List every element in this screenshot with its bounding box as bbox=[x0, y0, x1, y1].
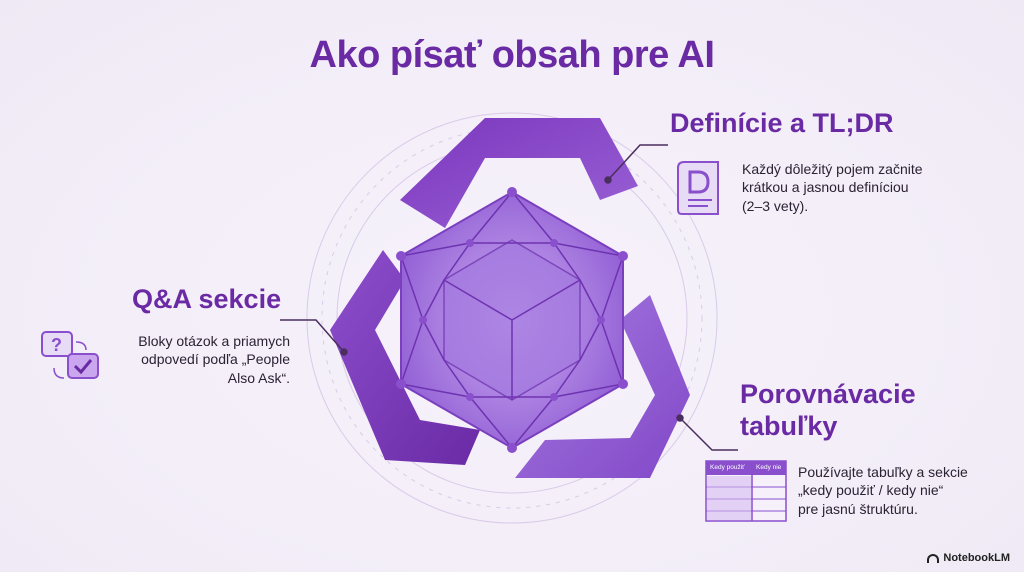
top-arrow bbox=[400, 118, 638, 228]
definitions-heading: Definície a TL;DR bbox=[670, 108, 894, 138]
notebooklm-watermark: NotebookLM bbox=[927, 552, 1010, 564]
qa-text-line: Also Ask“. bbox=[227, 369, 290, 386]
qa-heading: Q&A sekcie bbox=[132, 284, 282, 314]
definitions-description: Každý dôležitý pojem začnite krátkou a j… bbox=[742, 160, 923, 215]
definitions-text-line: Každý dôležitý pojem začnite bbox=[742, 161, 923, 177]
table-header-when-not: Kedy nie bbox=[756, 464, 782, 471]
tables-heading: Porovnávacie tabuľky bbox=[740, 378, 916, 443]
watermark-label: NotebookLM bbox=[943, 552, 1010, 564]
right-arrow bbox=[515, 295, 690, 478]
tables-text-line: „kedy použiť / kedy nie“ bbox=[798, 482, 944, 499]
connector-definitions bbox=[607, 144, 668, 181]
qa-text-line: Bloky otázok a priamych bbox=[138, 333, 290, 349]
definitions-text-line: krátkou a jasnou definíciou bbox=[742, 179, 909, 196]
qa-text-line: odpovedí podľa „People bbox=[141, 351, 290, 368]
page-title: Ako písať obsah pre AI bbox=[309, 34, 715, 76]
connector-qa bbox=[280, 319, 345, 353]
tables-heading-line: tabuľky bbox=[740, 411, 838, 442]
chat-question-icon: ? bbox=[41, 331, 99, 379]
tables-text-line: Používajte tabuľky a sekcie bbox=[798, 464, 968, 480]
table-header-when-to-use: Kedy použiť bbox=[710, 464, 745, 471]
tables-text-line: pre jasnú štruktúru. bbox=[798, 500, 918, 517]
connector-tables bbox=[679, 417, 738, 451]
notebook-icon bbox=[927, 553, 940, 563]
definitions-text-line: (2–3 vety). bbox=[742, 197, 809, 214]
tables-description: Používajte tabuľky a sekcie „kedy použiť… bbox=[798, 463, 968, 518]
tables-heading-line: Porovnávacie bbox=[740, 379, 916, 409]
left-arrow bbox=[330, 250, 480, 465]
qa-description: Bloky otázok a priamych odpovedí podľa „… bbox=[100, 332, 290, 387]
comparison-table-icon bbox=[705, 460, 787, 522]
svg-text:?: ? bbox=[51, 335, 62, 355]
gem-icosahedron bbox=[396, 187, 628, 453]
document-d-icon bbox=[677, 161, 719, 215]
